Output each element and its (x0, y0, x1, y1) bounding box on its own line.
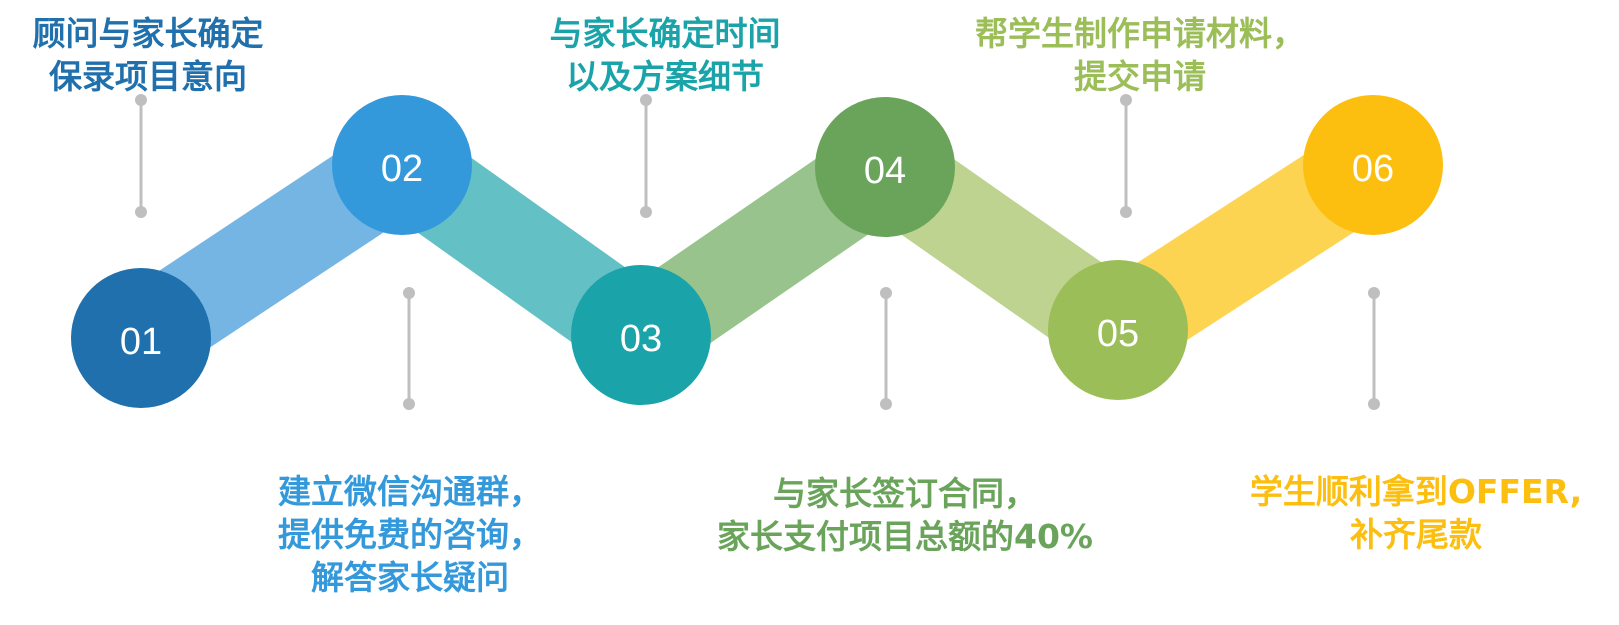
step-number-02: 02 (381, 148, 423, 190)
step-circle-01 (71, 268, 211, 408)
step-circle-03 (571, 265, 711, 405)
step-02-caption: 建立微信沟通群， 提供免费的咨询， 解答家长疑问 (250, 470, 570, 599)
leader-line-06 (1368, 287, 1380, 410)
step-06-caption-line-1: 学生顺利拿到OFFER, (1249, 472, 1583, 511)
leader-line-04 (880, 287, 892, 410)
connector-bands (115, 126, 1398, 377)
step-nodes: 01 02 03 04 05 06 (71, 95, 1443, 408)
step-01-caption: 顾问与家长确定 保录项目意向 (8, 12, 288, 98)
step-06-caption: 学生顺利拿到OFFER, 补齐尾款 (1218, 470, 1614, 556)
step-04-caption-line-2: 家长支付项目总额的40% (717, 517, 1093, 556)
step-node-04: 04 (815, 97, 955, 237)
step-number-06: 06 (1352, 148, 1394, 190)
step-node-01: 01 (71, 268, 211, 408)
leader-line-03 (640, 94, 652, 218)
step-05-caption-line-2: 提交申请 (1074, 57, 1206, 96)
step-02-caption-line-3: 解答家长疑问 (311, 558, 509, 597)
step-circle-04 (815, 97, 955, 237)
step-05-caption: 帮学生制作申请材料， 提交申请 (950, 12, 1330, 98)
step-02-caption-line-1: 建立微信沟通群， (278, 472, 542, 511)
step-01-caption-line-1: 顾问与家长确定 (32, 14, 264, 53)
step-05-caption-line-1: 帮学生制作申请材料， (975, 14, 1305, 53)
step-circle-05 (1048, 260, 1188, 400)
step-03-caption: 与家长确定时间 以及方案细节 (515, 12, 815, 98)
step-number-01: 01 (120, 321, 162, 363)
step-number-03: 03 (620, 318, 662, 360)
leader-lines (135, 94, 1380, 410)
step-node-02: 02 (332, 95, 472, 235)
step-node-03: 03 (571, 265, 711, 405)
step-number-04: 04 (864, 150, 906, 192)
step-01-caption-line-2: 保录项目意向 (49, 57, 247, 96)
step-number-05: 05 (1097, 313, 1139, 355)
step-03-caption-line-1: 与家长确定时间 (549, 14, 781, 53)
step-node-06: 06 (1303, 95, 1443, 235)
step-circle-06 (1303, 95, 1443, 235)
step-node-05: 05 (1048, 260, 1188, 400)
step-06-caption-line-2: 补齐尾款 (1350, 515, 1482, 554)
leader-line-02 (403, 287, 415, 410)
step-03-caption-line-2: 以及方案细节 (566, 57, 764, 96)
step-04-caption: 与家长签订合同， 家长支付项目总额的40% (690, 472, 1120, 558)
step-04-caption-line-1: 与家长签订合同， (773, 474, 1037, 513)
step-02-caption-line-2: 提供免费的咨询， (278, 515, 542, 554)
step-circle-02 (332, 95, 472, 235)
leader-line-01 (135, 94, 147, 218)
leader-line-05 (1120, 94, 1132, 218)
